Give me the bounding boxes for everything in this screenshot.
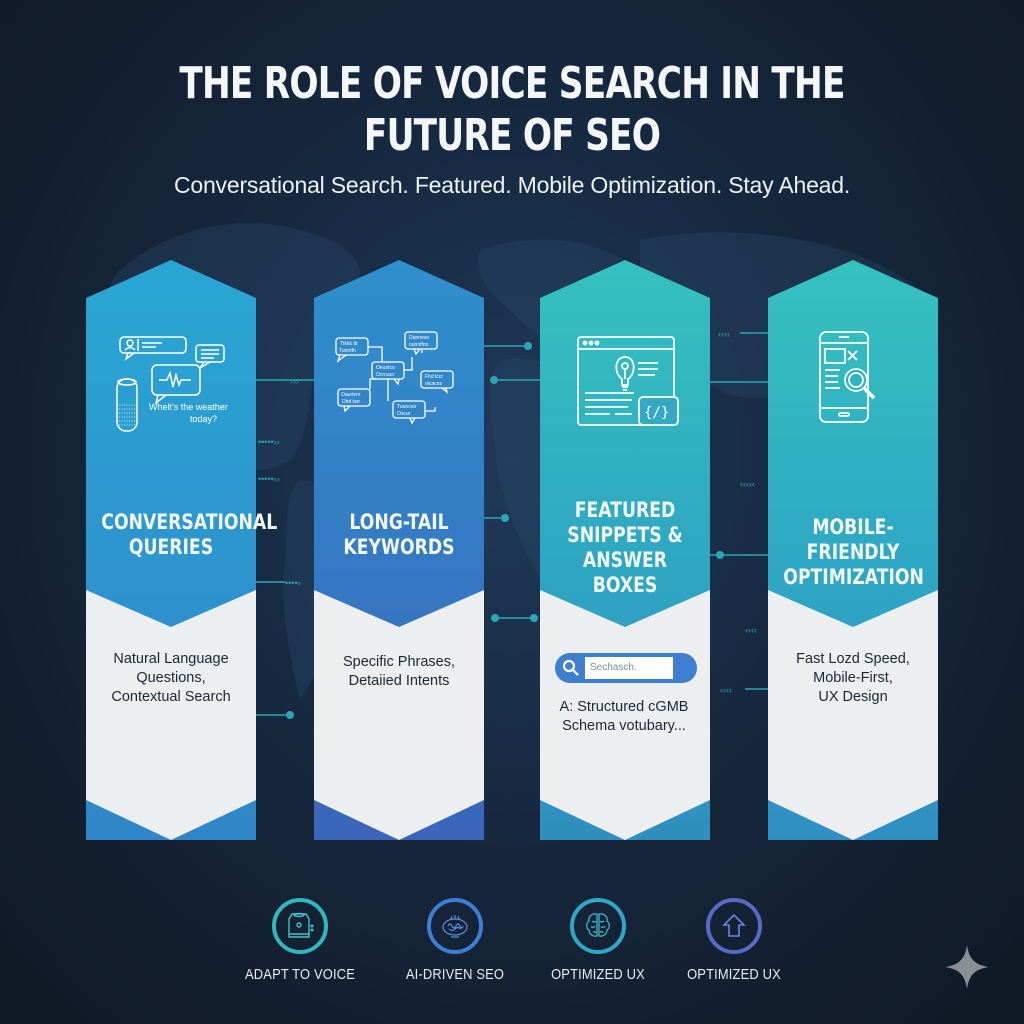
svg-text:Ocrruuo: Ocrruuo — [376, 372, 394, 378]
column-title: LONG-TAIL KEYWORDS — [343, 510, 455, 559]
svg-text:‹‹‹‹‹: ‹‹‹‹‹ — [740, 479, 755, 489]
svg-text:Oscur: Oscur — [397, 411, 411, 417]
icon-ring — [427, 898, 483, 954]
brain-icon — [586, 913, 610, 937]
svg-text:{/}: {/} — [644, 405, 669, 421]
voice-assistant-chat-icon: Whelt's the weather today? — [116, 336, 228, 432]
svg-text:Tunntfn: Tunntfn — [339, 348, 356, 354]
icon-ring — [570, 898, 626, 954]
svg-text:Whelt's the weather: Whelt's the weather — [149, 402, 228, 412]
svg-text:‹‹‹‹: ‹‹‹‹ — [745, 625, 757, 635]
search-bar[interactable]: Sechasch. — [555, 653, 697, 683]
browser-lightbulb-code-icon: {/} — [577, 336, 679, 426]
bottom-item-adapt-to-voice: ADAPT TO VOICE — [230, 898, 370, 983]
svg-text:Dhd tarr: Dhd tarr — [342, 399, 360, 405]
search-input[interactable]: Sechasch. — [585, 657, 673, 679]
bottom-item-optimized-ux-2: OPTIMIZED UX — [664, 898, 804, 983]
column-shape — [314, 260, 484, 840]
column-mobile-friendly: MOBILE-FRIENDLY OPTIMIZATION Fast Lozd S… — [768, 260, 938, 840]
column-description: Specific Phrases, Detaiied Intents — [342, 654, 456, 689]
svg-text:oicacos: oicacos — [425, 381, 442, 387]
svg-text:‹‹‹‹: ‹‹‹‹ — [718, 329, 730, 339]
bottom-item-optimized-ux: OPTIMIZED UX — [528, 898, 668, 983]
svg-text:••••›: ••••› — [285, 578, 301, 588]
page-title: THE ROLE OF VOICE SEARCH IN THE FUTURE O… — [179, 58, 845, 161]
column-featured-snippets: {/} FEATURED SNIPPETS & ANSWER BOXES Sec… — [540, 260, 710, 840]
smart-speaker-icon — [288, 912, 314, 938]
sparkle-icon — [945, 945, 989, 989]
upload-arrow-icon — [722, 913, 746, 937]
search-icon — [562, 659, 579, 676]
svg-text:•••••››: •••••›› — [258, 437, 280, 447]
svg-text:Dunnevo: Dunnevo — [409, 335, 429, 341]
svg-text:Ttkkk ttr: Ttkkk ttr — [340, 341, 358, 347]
svg-text:Fhd tccr: Fhd tccr — [425, 374, 443, 380]
icon-ring — [706, 898, 762, 954]
svg-text:ounntfon: ounntfon — [409, 342, 429, 348]
column-description: A: Structured cGMB Schema votubary... — [559, 699, 689, 734]
bottom-item-ai-driven-seo: AI-DRIVEN SEO — [385, 898, 525, 983]
column-shape — [86, 260, 256, 840]
ai-brain-cloud-icon — [442, 915, 468, 938]
svg-text:•••••››: •••••›› — [258, 474, 280, 484]
svg-text:Tuunceo: Tuunceo — [397, 404, 416, 410]
svg-text:Oeuntco: Oeuntco — [376, 365, 395, 371]
mobile-search-icon — [819, 331, 876, 423]
column-shape — [768, 260, 938, 840]
icon-ring — [272, 898, 328, 954]
svg-text:›››: ››› — [290, 376, 299, 386]
column-description: Natural Language Questions, Contextual S… — [111, 651, 231, 705]
column-title: MOBILE-FRIENDLY OPTIMIZATION — [783, 515, 924, 589]
svg-text:Oaurtnm: Oaurtnm — [341, 392, 360, 398]
column-conversational-queries: Whelt's the weather today? CONVERSATIONA… — [86, 260, 278, 840]
column-title: FEATURED SNIPPETS & ANSWER BOXES — [567, 498, 683, 597]
column-description: Fast Lozd Speed, Mobile-First, UX Design — [796, 651, 910, 705]
column-title: CONVERSATIONAL QUERIES — [101, 510, 278, 559]
page-subtitle: Conversational Search. Featured. Mobile … — [173, 172, 851, 198]
svg-text:‹‹‹‹: ‹‹‹‹ — [720, 685, 732, 695]
svg-text:today?: today? — [190, 414, 217, 424]
